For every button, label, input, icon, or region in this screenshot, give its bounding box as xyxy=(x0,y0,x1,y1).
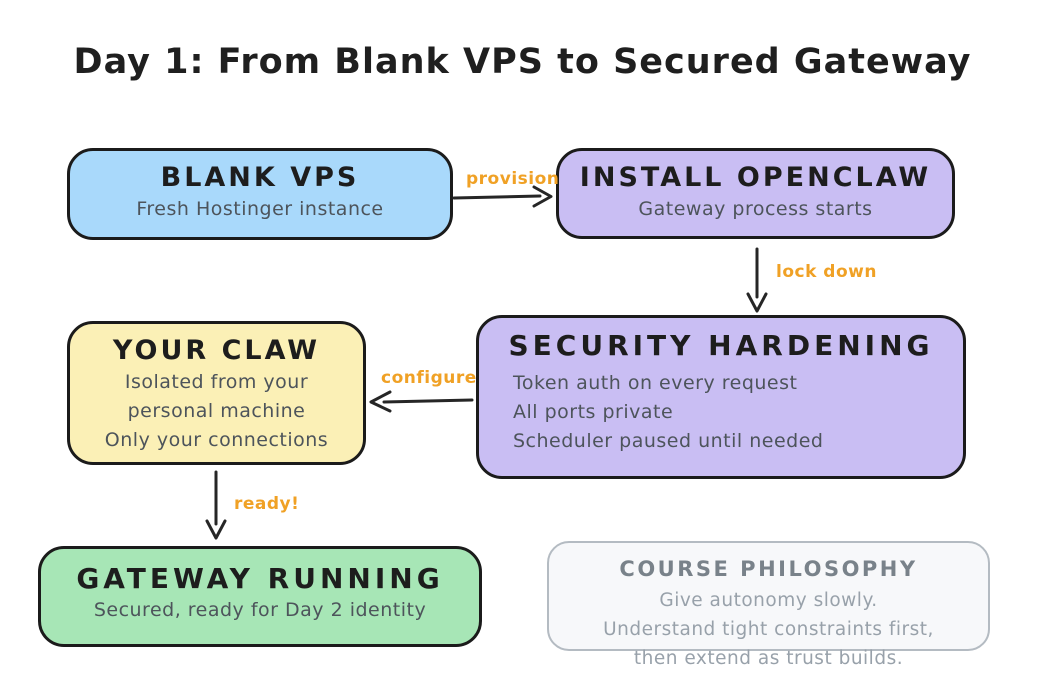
node-course-philosophy-subtext: Give autonomy slowly. Understand tight c… xyxy=(603,590,934,670)
node-blank-vps: BLANK VPS Fresh Hostinger instance xyxy=(67,148,453,240)
node-course-philosophy: COURSE PHILOSOPHY Give autonomy slowly. … xyxy=(547,541,990,669)
node-gateway-running-heading: GATEWAY RUNNING xyxy=(76,562,444,595)
node-course-philosophy-heading: COURSE PHILOSOPHY xyxy=(619,557,918,581)
node-security-hardening-heading: SECURITY HARDENING xyxy=(508,329,934,362)
diagram-title: Day 1: From Blank VPS to Secured Gateway xyxy=(73,42,972,82)
node-blank-vps-subtext: Fresh Hostinger instance xyxy=(136,197,384,220)
configure-arrow xyxy=(369,390,474,413)
node-security-hardening: SECURITY HARDENING Token auth on every r… xyxy=(476,315,966,479)
lock-down-arrow xyxy=(746,247,768,313)
node-install-openclaw-heading: INSTALL OPENCLAW xyxy=(579,162,932,193)
node-gateway-running-subtext: Secured, ready for Day 2 identity xyxy=(93,599,427,621)
lock-down-edge-label: lock down xyxy=(776,262,877,282)
provision-arrow xyxy=(452,185,553,208)
node-your-claw: YOUR CLAW Isolated from your personal ma… xyxy=(67,321,366,465)
configure-edge-label: configure xyxy=(381,368,477,388)
ready-edge-label: ready! xyxy=(234,494,300,514)
node-your-claw-heading: YOUR CLAW xyxy=(112,335,321,366)
ready-arrow xyxy=(205,470,227,540)
node-blank-vps-heading: BLANK VPS xyxy=(160,162,360,193)
node-your-claw-subtext: Isolated from your personal machine Only… xyxy=(104,370,329,451)
node-install-openclaw: INSTALL OPENCLAW Gateway process starts xyxy=(556,148,955,239)
node-security-hardening-subtext: Token auth on every request All ports pr… xyxy=(513,372,824,452)
node-gateway-running: GATEWAY RUNNING Secured, ready for Day 2… xyxy=(38,546,482,647)
node-install-openclaw-subtext: Gateway process starts xyxy=(638,197,873,220)
provision-edge-label: provision xyxy=(466,169,560,189)
